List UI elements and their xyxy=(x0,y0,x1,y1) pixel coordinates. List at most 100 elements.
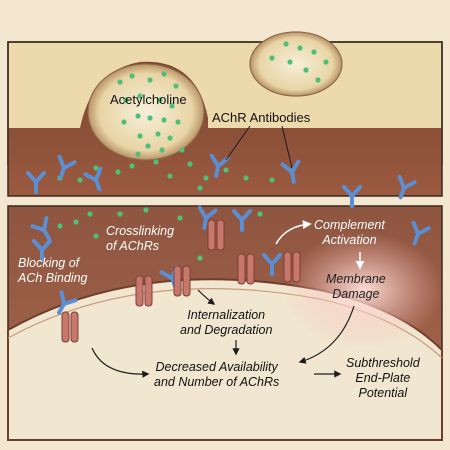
label-membrane-line1: Membrane xyxy=(326,272,386,286)
arrow-membrane-to-decreased xyxy=(298,305,355,364)
acetylcholine-molecule xyxy=(223,167,229,173)
acetylcholine-molecule xyxy=(203,175,209,181)
acetylcholine-molecule xyxy=(175,119,181,125)
label-internalization-line1: Internalization xyxy=(187,308,266,322)
antibody-y-shape xyxy=(397,174,417,200)
top-panel xyxy=(7,31,443,197)
acetylcholine-molecule xyxy=(129,73,135,79)
label-acetylcholine: Acetylcholine xyxy=(110,92,187,107)
label-achr-antibodies: AChR Antibodies xyxy=(212,110,311,125)
antibody-y-shape xyxy=(26,171,46,194)
antibody-y-shape xyxy=(262,253,282,276)
label-crosslinking: Crosslinking of AChRs xyxy=(106,224,174,254)
acetylcholine-molecule xyxy=(77,177,83,183)
label-decreased: Decreased Availability and Number of ACh… xyxy=(154,360,279,390)
antibody-y-shape xyxy=(32,239,52,262)
label-internalization-line2: and Degradation xyxy=(180,323,273,337)
acetylcholine-molecule xyxy=(303,67,309,73)
acetylcholine-molecule xyxy=(135,113,141,119)
acetylcholine-molecule xyxy=(137,93,143,99)
membrane-damage-glow xyxy=(284,232,444,348)
acetylcholine-molecule xyxy=(269,55,275,61)
acetylcholine-receptors xyxy=(61,219,301,343)
acetylcholine-molecule xyxy=(145,143,151,149)
label-membrane-line2: Damage xyxy=(332,287,380,301)
acetylcholine-molecule xyxy=(121,119,127,125)
synaptic-vesicle-small xyxy=(249,31,343,97)
acetylcholine-molecule xyxy=(57,223,63,229)
acetylcholine-molecule xyxy=(161,117,167,123)
achr-receptor xyxy=(283,251,301,283)
label-internalization: Internalization and Degradation xyxy=(180,308,272,338)
acetylcholine-molecule xyxy=(117,211,123,217)
antibody-y-shape xyxy=(411,220,431,246)
acetylcholine-molecule xyxy=(311,49,317,55)
bottom-panel xyxy=(7,205,444,441)
label-subthreshold-line3: Potential xyxy=(358,386,408,400)
acetylcholine-molecule xyxy=(155,131,161,137)
label-subthreshold-line2: End-Plate xyxy=(355,371,411,385)
achr-receptor xyxy=(207,219,225,251)
antibody-y-shape xyxy=(83,166,103,192)
acetylcholine-molecule xyxy=(269,177,275,183)
antibodies xyxy=(26,153,431,315)
acetylcholine-molecule xyxy=(147,115,153,121)
acetylcholine-molecule xyxy=(187,161,193,167)
acetylcholine-molecule xyxy=(143,207,149,213)
label-membrane-damage: Membrane Damage xyxy=(326,272,386,302)
acetylcholine-molecule xyxy=(157,97,163,103)
acetylcholine-molecule xyxy=(115,169,121,175)
arrow-antibody-to-complement xyxy=(275,220,312,245)
label-subthreshold-line1: Subthreshold xyxy=(346,356,420,370)
acetylcholine-molecule xyxy=(177,215,183,221)
acetylcholine-molecule xyxy=(173,83,179,89)
antibody-y-shape xyxy=(232,209,252,232)
acetylcholine-molecule xyxy=(167,173,173,179)
top-panel-frame xyxy=(7,41,443,197)
acetylcholine-molecule xyxy=(257,211,263,217)
label-subthreshold: Subthreshold End-Plate Potential xyxy=(346,356,420,401)
arrow-left-receptor-to-decreased xyxy=(91,347,150,378)
acetylcholine-molecule xyxy=(323,59,329,65)
achr-receptor xyxy=(173,265,191,297)
label-complement: Complement Activation xyxy=(314,218,385,248)
acetylcholine-molecule xyxy=(197,255,203,261)
label-blocking-line1: Blocking of xyxy=(18,256,80,270)
acetylcholine-molecule xyxy=(93,233,99,239)
antibody-y-shape xyxy=(30,216,51,241)
acetylcholine-molecule xyxy=(167,135,173,141)
antibody-y-shape xyxy=(280,159,301,184)
antibody-y-shape xyxy=(197,205,218,230)
leader-line-antibody-right xyxy=(281,125,293,169)
acetylcholine-molecule xyxy=(137,133,143,139)
acetylcholine-molecule xyxy=(117,79,123,85)
label-decreased-line2: and Number of AChRs xyxy=(154,375,280,389)
acetylcholine-molecule xyxy=(315,77,321,83)
label-complement-line1: Complement xyxy=(314,218,385,232)
acetylcholine-molecule xyxy=(161,71,167,77)
acetylcholine-molecule xyxy=(129,163,135,169)
acetylcholine-molecule xyxy=(283,41,289,47)
achr-receptor xyxy=(61,311,79,343)
acetylcholine-molecule xyxy=(87,211,93,217)
acetylcholine-molecule xyxy=(243,175,249,181)
acetylcholine-molecule xyxy=(135,151,141,157)
acetylcholine-molecule xyxy=(123,97,129,103)
acetylcholine-molecule xyxy=(153,159,159,165)
acetylcholine-molecule xyxy=(147,77,153,83)
acetylcholine-molecule xyxy=(287,59,293,65)
antibody-y-shape xyxy=(57,290,78,315)
acetylcholine-molecules xyxy=(57,41,329,261)
label-complement-line2: Activation xyxy=(322,233,377,247)
label-blocking-line2: ACh Binding xyxy=(18,271,88,285)
antibody-y-shape xyxy=(57,154,77,180)
label-decreased-line1: Decreased Availability xyxy=(155,360,278,374)
label-crosslinking-line2: of AChRs xyxy=(106,239,160,253)
acetylcholine-molecule xyxy=(297,45,303,51)
arrow-crosslinking-to-internalization xyxy=(197,289,216,305)
acetylcholine-molecule xyxy=(159,147,165,153)
acetylcholine-molecule xyxy=(93,165,99,171)
label-blocking: Blocking of ACh Binding xyxy=(18,256,88,286)
antibody-y-shape xyxy=(342,185,362,208)
